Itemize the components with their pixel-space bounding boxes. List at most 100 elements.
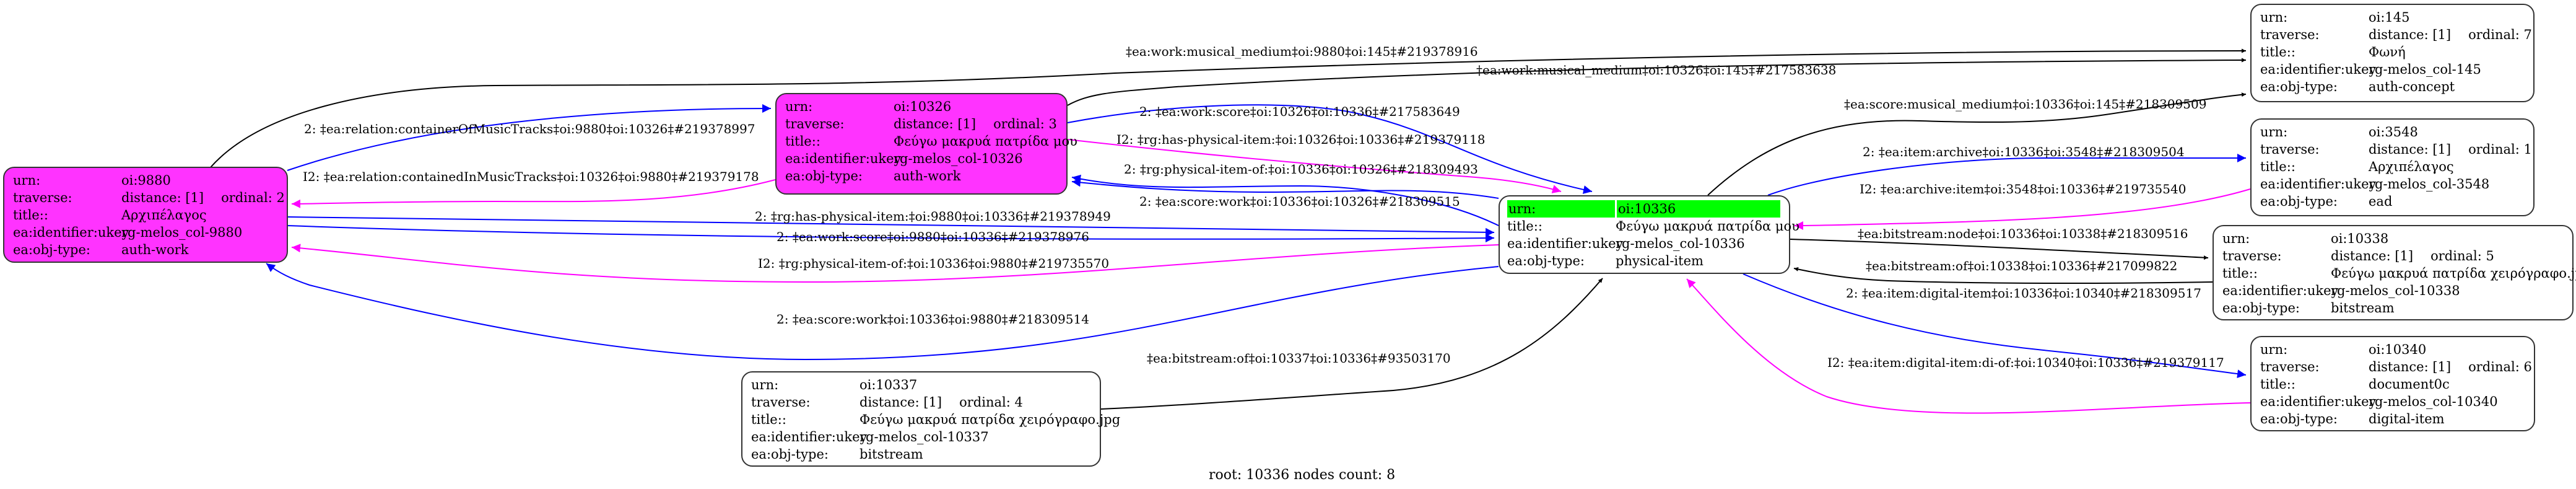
ordinal-value: ordinal: 4 [959, 395, 1023, 410]
urn-value: oi:10326 [894, 99, 952, 114]
edge-oi-9880-to-oi-10326 [287, 104, 772, 171]
urn-value: oi:10338 [2331, 231, 2389, 246]
edge-label: ‡ea:bitstream:of‡oi:10337‡oi:10336‡#9350… [1147, 351, 1451, 366]
type-value: physical-item [1616, 253, 1704, 268]
node-oi-10338[interactable]: urn:oi:10338 traverse:distance: [1]ordin… [2213, 225, 2576, 320]
ordinal-value: ordinal: 6 [2468, 359, 2532, 374]
edge-oi-10340-to-oi-10336 [1686, 278, 2251, 414]
field-type: ea:obj-type:bitstream [751, 447, 923, 462]
edge-label: ‡ea:score:musical_medium‡oi:10336‡oi:145… [1844, 97, 2207, 112]
edge-label: 2: ‡rg:physical-item-of:‡oi:10336‡oi:103… [1124, 162, 1478, 177]
type-value: auth-concept [2369, 79, 2455, 94]
edge-label: I2: ‡ea:relation:containedInMusicTracks‡… [303, 169, 759, 184]
field-title: title::Αρχιπέλαγος [13, 208, 207, 222]
edge-label: 2: ‡ea:work:score‡oi:9880‡oi:10336‡#2193… [777, 229, 1089, 244]
edge-oi-10336-to-oi-3548 [1767, 154, 2246, 196]
field-title: title::Φεύγω μακρυά πατρίδα χειρόγραφο.j… [751, 412, 1121, 427]
field-traverse: traverse:distance: [1]ordinal: 1 [2260, 142, 2532, 157]
title-value: Φεύγω μακρυά πατρίδα μου [1616, 219, 1799, 234]
field-title: title::Φεύγω μακρυά πατρίδα μου [1507, 219, 1799, 234]
edge-oi-10326-to-oi-10336 [1067, 104, 1593, 194]
type-value: digital-item [2369, 412, 2445, 426]
edge-label: 2: ‡rg:has-physical-item:‡oi:9880‡oi:103… [755, 209, 1111, 224]
title-value: Φεύγω μακρυά πατρίδα χειρόγραφο.jpg [859, 412, 1121, 427]
edge-oi-9880-to-oi-145 [210, 48, 2247, 168]
edge-label: ‡ea:work:musical_medium‡oi:9880‡oi:145‡#… [1126, 44, 1478, 59]
edge-label: ‡ea:bitstream:node‡oi:10336‡oi:10338‡#21… [1858, 226, 2188, 241]
node-oi-9880[interactable]: urn:oi:9880 traverse:distance: [1]ordina… [3, 167, 288, 263]
edge-label: I2: ‡rg:has-physical-item:‡oi:10326‡oi:1… [1116, 132, 1486, 147]
edge-oi-10336-to-oi-145 [1707, 92, 2247, 196]
type-value: ead [2369, 194, 2393, 209]
edge-label: 2: ‡ea:item:digital-item‡oi:10336‡oi:103… [1846, 286, 2201, 301]
urn-value: oi:9880 [121, 173, 171, 188]
ukey-value: rg-melos_col-10326 [894, 151, 1023, 166]
field-urn: urn:oi:10337 [751, 377, 918, 392]
type-value: bitstream [859, 447, 923, 462]
edge-oi-10326-to-oi-9880 [291, 179, 776, 208]
ukey-value: rg-melos_col-3548 [2369, 177, 2490, 192]
type-value: auth-work [121, 242, 189, 257]
type-value: auth-work [894, 169, 961, 183]
edge-label: I2: ‡ea:item:digital-item:di-of:‡oi:1034… [1827, 355, 2224, 370]
edge-oi-10336-to-oi-10338 [1790, 239, 2209, 260]
field-urn: urn:oi:3548 [2260, 125, 2418, 139]
edge-oi-9880-to-oi-10336 [287, 225, 1495, 243]
field-type: ea:obj-type:auth-work [785, 169, 961, 183]
edge-label: I2: ‡ea:archive:item‡oi:3548‡oi:10336‡#2… [1860, 182, 2187, 196]
field-traverse: traverse:distance: [1]ordinal: 4 [751, 395, 1023, 410]
ukey-value: rg-melos_col-10340 [2369, 394, 2498, 409]
edge-oi-10337-to-oi-10336 [1100, 278, 1603, 410]
ordinal-value: ordinal: 5 [2430, 249, 2494, 263]
title-value: Αρχιπέλαγος [2369, 159, 2454, 174]
field-urn-highlighted: urn:oi:10336 [1507, 200, 1780, 218]
field-traverse: traverse:distance: [1]ordinal: 2 [13, 190, 285, 205]
field-traverse: traverse:distance: [1]ordinal: 6 [2260, 359, 2532, 374]
ukey-value: rg-melos_col-10338 [2331, 283, 2460, 298]
title-value: Φεύγω μακρυά πατρίδα χειρόγραφο.jpg [2331, 266, 2576, 281]
distance-value: distance: [1] [121, 190, 204, 205]
node-oi-3548[interactable]: urn:oi:3548 traverse:distance: [1]ordina… [2250, 118, 2535, 216]
distance-value: distance: [1] [859, 395, 942, 410]
node-oi-10340[interactable]: urn:oi:10340 traverse:distance: [1]ordin… [2250, 336, 2535, 431]
edge-oi-3548-to-oi-10336 [1794, 188, 2251, 230]
title-value: Φεύγω μακρυά πατρίδα μου [894, 134, 1077, 149]
urn-value: oi:145 [2369, 10, 2410, 25]
node-oi-10336-root[interactable]: urn:oi:10336 title::Φεύγω μακρυά πατρίδα… [1499, 195, 1799, 274]
edge-label: 2: ‡ea:relation:containerOfMusicTracks‡o… [304, 121, 755, 136]
ukey-value: rg-melos_col-10336 [1616, 236, 1745, 251]
field-type: ea:obj-type:physical-item [1507, 253, 1704, 268]
node-oi-145[interactable]: urn:oi:145 traverse:distance: [1]ordinal… [2250, 4, 2535, 102]
edge-label: ‡ea:work:musical_medium‡oi:10326‡oi:145‡… [1476, 63, 1837, 77]
graph-caption: root: 10336 nodes count: 8 [1209, 467, 1396, 483]
field-title: title::Φωνή [2260, 45, 2406, 59]
node-oi-10337[interactable]: urn:oi:10337 traverse:distance: [1]ordin… [741, 371, 1121, 467]
distance-value: distance: [1] [2331, 249, 2414, 263]
urn-value: oi:10337 [859, 377, 918, 392]
field-type: ea:obj-type:auth-work [13, 242, 189, 257]
field-urn: urn:oi:10338 [2222, 231, 2389, 246]
urn-value: oi:3548 [2369, 125, 2418, 139]
edge-label: 2: ‡ea:item:archive‡oi:10336‡oi:3548‡#21… [1863, 144, 2185, 159]
node-oi-10326[interactable]: urn:oi:10326 traverse:distance: [1]ordin… [775, 93, 1077, 195]
field-type: ea:obj-type:bitstream [2222, 301, 2395, 315]
field-urn: urn:oi:10340 [2260, 342, 2427, 357]
edge-label: 2: ‡ea:score:work‡oi:10336‡oi:10326‡#218… [1139, 194, 1460, 209]
edge-oi-10338-to-oi-10336 [1793, 267, 2213, 284]
edge-oi-10336-to-oi-10326 [1071, 178, 1499, 199]
ukey-value: rg-melos_col-10337 [859, 430, 989, 444]
title-value: Αρχιπέλαγος [121, 208, 207, 222]
edge-oi-10336-to-oi-10326 [1071, 174, 1499, 226]
field-title: title::Φεύγω μακρυά πατρίδα χειρόγραφο.j… [2222, 265, 2576, 282]
field-title: title::document0c [2260, 377, 2450, 392]
edge-label: ‡ea:bitstream:of‡oi:10338‡oi:10336‡#2170… [1866, 258, 2178, 273]
field-urn: urn:oi:145 [2260, 10, 2410, 25]
field-traverse: traverse:distance: [1]ordinal: 5 [2222, 249, 2494, 263]
